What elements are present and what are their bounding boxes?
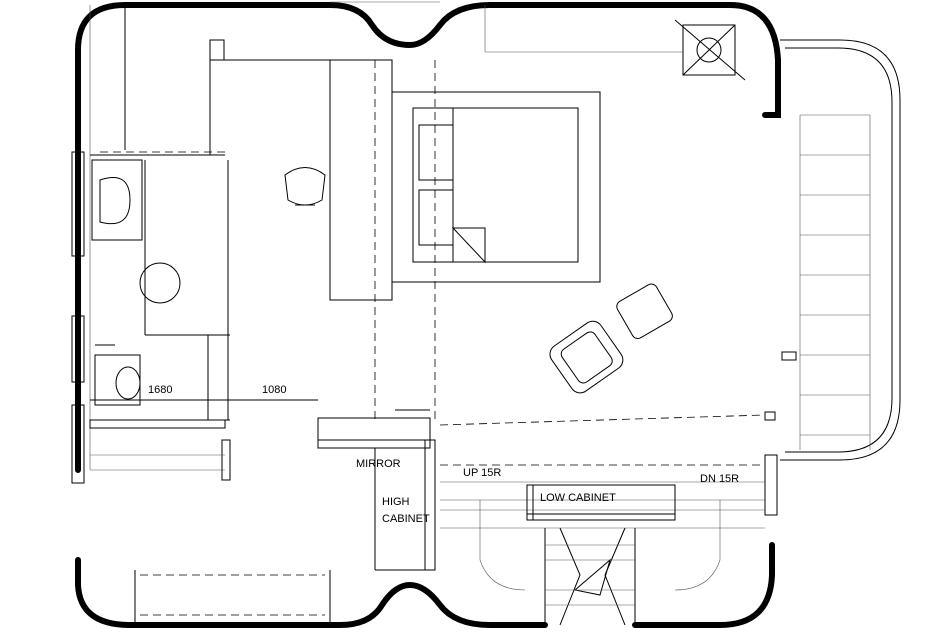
toilet bbox=[94, 354, 141, 406]
bed bbox=[391, 91, 601, 283]
high-cabinet-label: HIGH bbox=[382, 496, 410, 508]
pillow bbox=[418, 189, 454, 246]
exterior-walls bbox=[75, 2, 781, 628]
interior-partitions bbox=[89, 5, 766, 625]
stairs-down-label: DN 15R bbox=[700, 473, 739, 485]
windows bbox=[71, 1, 440, 484]
skylight bbox=[484, 5, 746, 81]
desk bbox=[329, 59, 393, 301]
low-cabinet-label: LOW CABINET bbox=[540, 492, 616, 504]
wall-column bbox=[764, 454, 778, 516]
armchair bbox=[549, 320, 624, 394]
high-cabinet-label: CABINET bbox=[382, 513, 430, 525]
round-table bbox=[139, 262, 181, 304]
stairs-up-label: UP 15R bbox=[463, 467, 501, 479]
desk-chair bbox=[284, 167, 326, 206]
balcony bbox=[764, 39, 901, 461]
mirror-label: MIRROR bbox=[356, 458, 401, 470]
pillow bbox=[418, 124, 454, 181]
dimension-1080: 1080 bbox=[262, 384, 286, 396]
ottoman bbox=[616, 283, 673, 339]
dimension-1680: 1680 bbox=[148, 384, 172, 396]
sink bbox=[91, 159, 143, 241]
staircase bbox=[440, 481, 765, 626]
